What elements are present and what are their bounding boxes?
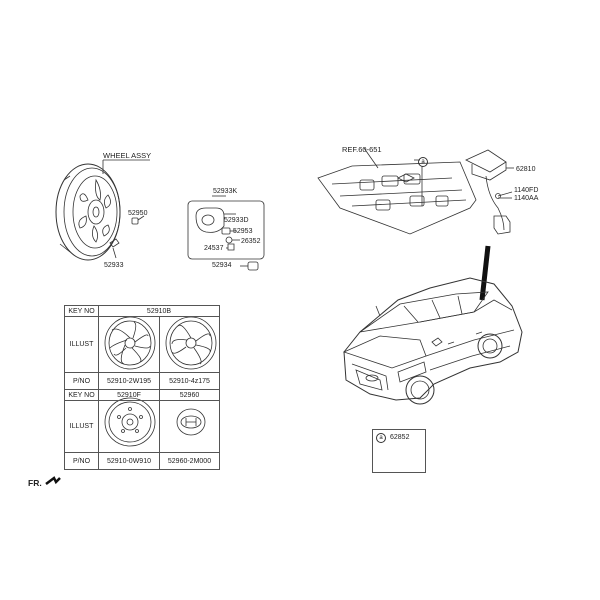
- pno-label-1: P/NO: [64, 372, 99, 390]
- part-label-26352[interactable]: 26352: [241, 238, 261, 245]
- illust-cell-2b: [159, 400, 220, 453]
- illust-row-2: ILLUST: [64, 400, 220, 453]
- front-indicator: FR.: [28, 478, 42, 488]
- wheel-assembly-illustration: [55, 159, 150, 261]
- part-label-52933D[interactable]: 52933D: [224, 217, 249, 224]
- illust-cell-1b: [159, 316, 220, 373]
- ref-label[interactable]: REF.60-651: [342, 145, 382, 154]
- pno-52910-4z175[interactable]: 52910-4z175: [159, 372, 220, 390]
- pno-row-2: P/NO 52910-0W910 52960-2M000: [64, 452, 220, 470]
- key-52910F: 52910F: [98, 389, 160, 401]
- key-table: KEY NO 52910B ILLUST P/NO 52910-2W195 52…: [64, 305, 220, 470]
- wheel-assy-title: WHEEL ASSY: [103, 151, 152, 160]
- key-row-1: KEY NO 52910B: [64, 305, 220, 317]
- note-box-marker: a: [376, 433, 386, 443]
- part-label-52950[interactable]: 52950: [128, 210, 148, 217]
- part-label-62852[interactable]: 62852: [390, 434, 410, 441]
- part-label-24537[interactable]: 24537: [204, 245, 224, 252]
- illust-row-1: ILLUST: [64, 316, 220, 373]
- pno-52910-2W195[interactable]: 52910-2W195: [98, 372, 160, 390]
- part-label-52933[interactable]: 52933: [104, 262, 124, 269]
- illust-cell-2a: [98, 400, 160, 453]
- illust-label-2: ILLUST: [64, 400, 99, 453]
- part-label-62810[interactable]: 62810: [516, 166, 536, 173]
- pno-52910-0W910[interactable]: 52910-0W910: [98, 452, 160, 470]
- key-row-2: KEY NO 52910F 52960: [64, 389, 220, 401]
- part-label-1140AA[interactable]: 1140AA: [514, 195, 539, 202]
- marker-a-floor: a: [418, 157, 428, 167]
- key-52960: 52960: [159, 389, 220, 401]
- part-label-52933K[interactable]: 52933K: [213, 188, 238, 195]
- marker-a-circle: a: [418, 157, 428, 167]
- illust-label-1: ILLUST: [64, 316, 99, 373]
- pno-52960-2M000[interactable]: 52960-2M000: [159, 452, 220, 470]
- key-no-label-2: KEY NO: [64, 389, 99, 401]
- part-label-52934[interactable]: 52934: [212, 262, 232, 269]
- pno-label-2: P/NO: [64, 452, 99, 470]
- pno-row-1: P/NO 52910-2W195 52910-4z175: [64, 372, 220, 390]
- note-marker-a-circle: a: [376, 433, 386, 443]
- part-label-1140FD[interactable]: 1140FD: [514, 187, 539, 194]
- key-no-label-1: KEY NO: [64, 305, 99, 317]
- floor-panel-illustration: [317, 147, 514, 301]
- vehicle-illustration: [342, 277, 523, 405]
- part-label-52953[interactable]: 52953: [233, 228, 253, 235]
- illust-cell-1a: [98, 316, 160, 373]
- tpms-kit-illustration: [187, 195, 265, 271]
- key-52910B: 52910B: [98, 305, 220, 317]
